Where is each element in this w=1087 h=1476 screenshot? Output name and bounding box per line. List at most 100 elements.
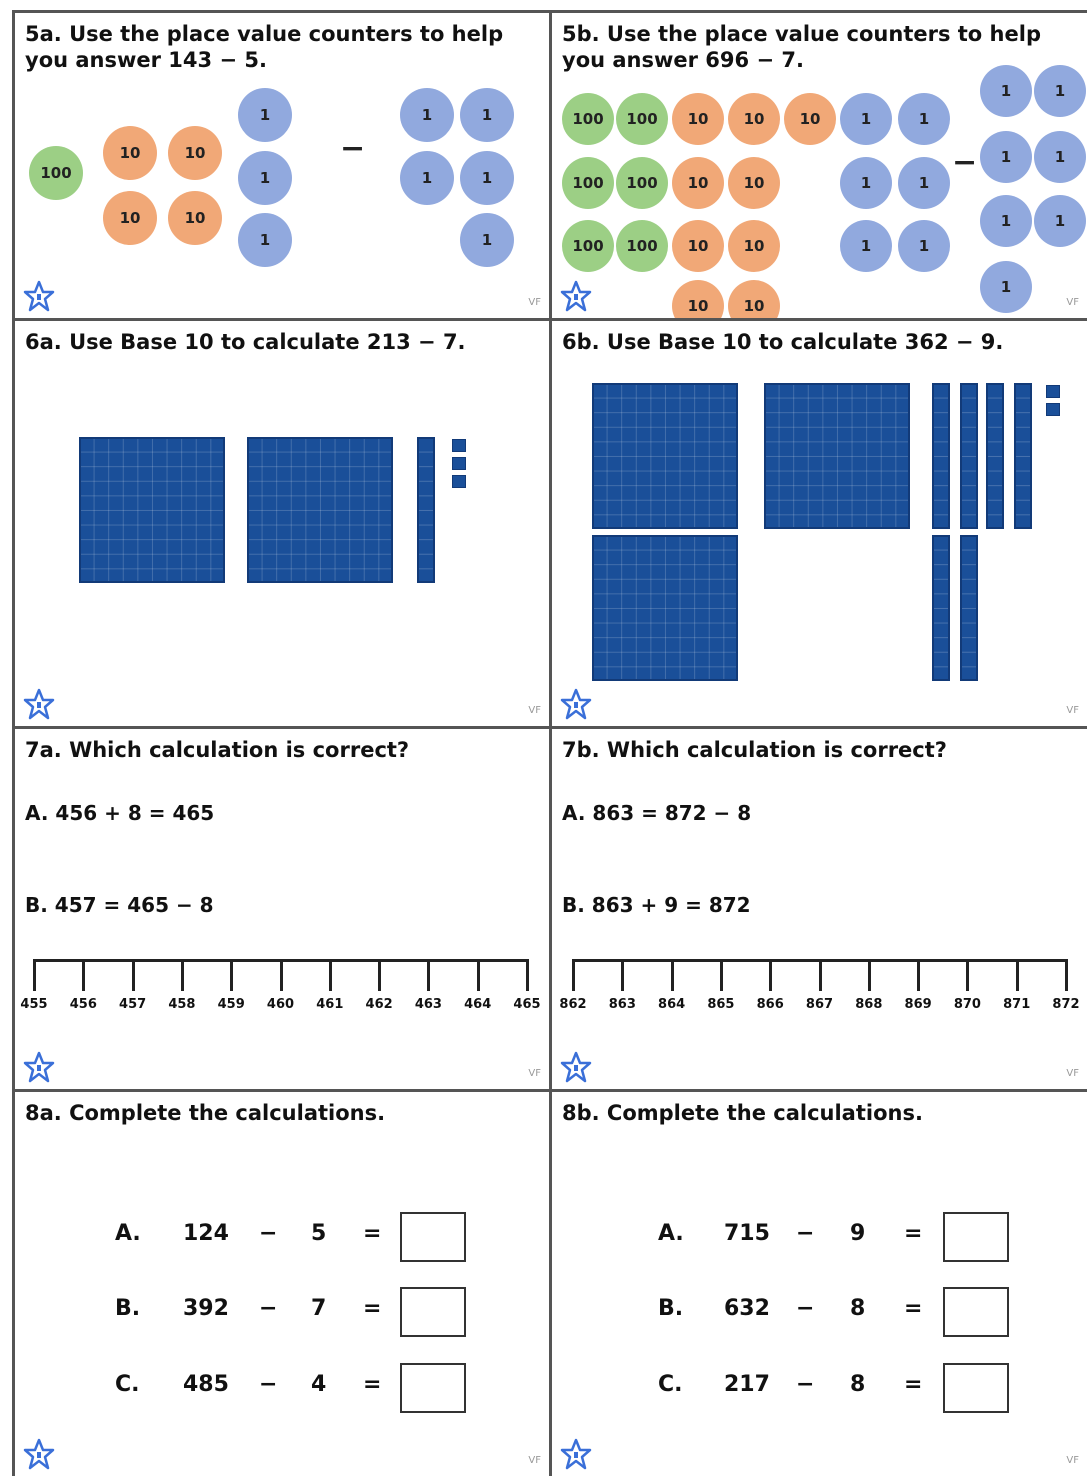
number-line-label: 867	[805, 997, 834, 1012]
equals-sign: =	[363, 1296, 382, 1321]
number-line-tick	[966, 959, 970, 991]
hundred-counter: 100	[562, 157, 614, 209]
number-line-tick	[1015, 959, 1019, 991]
one-counter: 1	[980, 131, 1032, 183]
question-prompt: 8a. Complete the calculations.	[25, 1101, 386, 1125]
ten-counter: 10	[784, 93, 836, 145]
minus-sign: −	[796, 1221, 815, 1246]
question-7a: 7a. Which calculation is correct? A. 456…	[15, 729, 549, 1089]
star-icon	[23, 280, 55, 312]
question-5a: 5a. Use the place value counters to help…	[15, 13, 549, 318]
ten-rod	[932, 535, 950, 681]
answer-box[interactable]	[400, 1212, 466, 1262]
question-prompt: 5b. Use the place value counters to help…	[562, 22, 1041, 72]
row-letter: B.	[115, 1296, 141, 1321]
footer-mark: VF	[1066, 705, 1079, 716]
question-prompt: 6b. Use Base 10 to calculate 362 − 9.	[562, 330, 1004, 354]
ten-counter: 10	[168, 126, 222, 180]
second-number: 8	[850, 1296, 866, 1321]
ten-counter: 10	[672, 157, 724, 209]
answer-box[interactable]	[400, 1363, 466, 1413]
star-icon	[23, 1438, 55, 1470]
number-line-label: 465	[513, 997, 541, 1012]
number-line-tick	[230, 959, 234, 991]
ten-rod	[960, 383, 978, 529]
footer-mark: VF	[1066, 1068, 1079, 1079]
unit-cube	[1046, 403, 1060, 416]
number-line-label: 865	[707, 997, 735, 1012]
ten-counter: 10	[672, 220, 724, 272]
hundred-block	[79, 437, 225, 583]
number-line-label: 866	[756, 997, 784, 1012]
ten-rod	[932, 383, 950, 529]
second-number: 8	[850, 1372, 866, 1397]
question-8a: 8a. Complete the calculations. A. 124 − …	[15, 1092, 549, 1476]
equals-sign: =	[904, 1372, 923, 1397]
calc-row-b: B. 632 − 8 =	[552, 1282, 1087, 1342]
one-counter: 1	[400, 88, 454, 142]
one-counter: 1	[1034, 195, 1086, 247]
number-line-label: 460	[266, 997, 295, 1012]
number-line-tick	[572, 959, 575, 991]
equals-sign: =	[363, 1372, 382, 1397]
ten-counter: 10	[103, 191, 157, 245]
star-icon	[560, 688, 592, 720]
number-line-tick	[526, 959, 529, 991]
answer-box[interactable]	[943, 1212, 1009, 1262]
one-counter: 1	[400, 151, 454, 205]
answer-box[interactable]	[943, 1287, 1009, 1337]
first-number: 485	[183, 1372, 229, 1397]
question-prompt: 8b. Complete the calculations.	[562, 1101, 923, 1125]
number-line-tick	[279, 959, 283, 991]
one-counter: 1	[238, 151, 292, 205]
number-line-label: 872	[1052, 997, 1080, 1012]
one-counter: 1	[460, 213, 514, 267]
answer-box[interactable]	[943, 1363, 1009, 1413]
equals-sign: =	[904, 1221, 923, 1246]
minus-sign: −	[796, 1296, 815, 1321]
footer-mark: VF	[528, 705, 541, 716]
ten-counter: 10	[728, 280, 780, 318]
star-icon	[560, 280, 592, 312]
number-line-label: 870	[953, 997, 981, 1012]
one-counter: 1	[840, 157, 892, 209]
unit-cube	[452, 439, 466, 452]
ten-counter: 10	[672, 93, 724, 145]
ten-counter: 10	[103, 126, 157, 180]
first-number: 392	[183, 1296, 229, 1321]
first-number: 632	[724, 1296, 770, 1321]
ten-counter: 10	[168, 191, 222, 245]
answer-box[interactable]	[400, 1287, 466, 1337]
ten-rod	[1014, 383, 1032, 529]
one-counter: 1	[898, 220, 950, 272]
question-6a: 6a. Use Base 10 to calculate 213 − 7. VF	[15, 321, 549, 726]
number-line-tick	[769, 959, 773, 991]
one-counter: 1	[980, 261, 1032, 313]
number-line-tick	[180, 959, 184, 991]
one-counter: 1	[980, 195, 1032, 247]
question-prompt: 7b. Which calculation is correct?	[562, 738, 947, 762]
minus-sign: −	[259, 1372, 278, 1397]
number-line-tick	[818, 959, 822, 991]
one-counter: 1	[460, 88, 514, 142]
worksheet: 5a. Use the place value counters to help…	[12, 10, 1087, 1476]
number-line-tick	[867, 959, 871, 991]
hundred-block	[247, 437, 393, 583]
minus-sign: −	[259, 1296, 278, 1321]
unit-cube	[1046, 385, 1060, 398]
row-letter: B.	[658, 1296, 684, 1321]
number-line-tick	[476, 959, 480, 991]
number-line-label: 462	[365, 997, 393, 1012]
ten-counter: 10	[728, 157, 780, 209]
question-prompt: 7a. Which calculation is correct?	[25, 738, 410, 762]
option-a: A. 863 = 872 − 8	[562, 801, 752, 825]
question-5b: 5b. Use the place value counters to help…	[552, 13, 1087, 318]
unit-cube	[452, 475, 466, 488]
number-line-tick	[131, 959, 135, 991]
question-prompt: 6a. Use Base 10 to calculate 213 − 7.	[25, 330, 466, 354]
number-line-label: 862	[559, 997, 587, 1012]
option-b: B. 457 = 465 − 8	[25, 893, 214, 917]
first-number: 715	[724, 1221, 770, 1246]
footer-mark: VF	[528, 1455, 541, 1466]
